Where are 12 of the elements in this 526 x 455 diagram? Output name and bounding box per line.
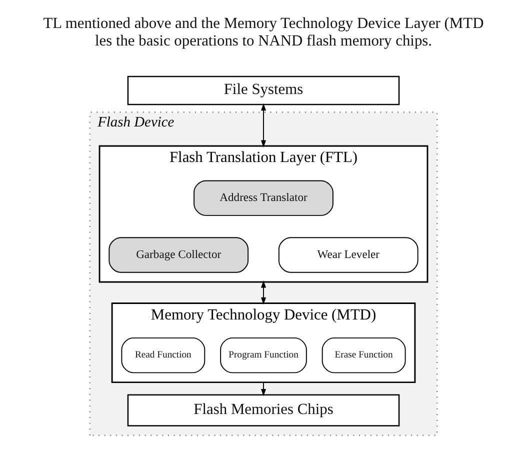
node-box: Wear Leveler: [278, 237, 418, 273]
arrow: [260, 280, 266, 305]
label: TL mentioned above and the Memory Technology Device Layer (MTD les the basic operations to NAND flash memory chips.: [42, 15, 484, 50]
node-box: Erase Function: [321, 337, 406, 374]
node-box: Program Function: [220, 337, 306, 374]
node-box: File Systems: [126, 76, 400, 106]
node-box: Garbage Collector: [108, 237, 248, 273]
arrow: [260, 382, 266, 396]
node-box: Read Function: [120, 337, 205, 374]
arrow: [260, 103, 266, 148]
node-box: Flash Memories Chips: [126, 394, 400, 426]
node-box: Address Translator: [193, 180, 333, 216]
